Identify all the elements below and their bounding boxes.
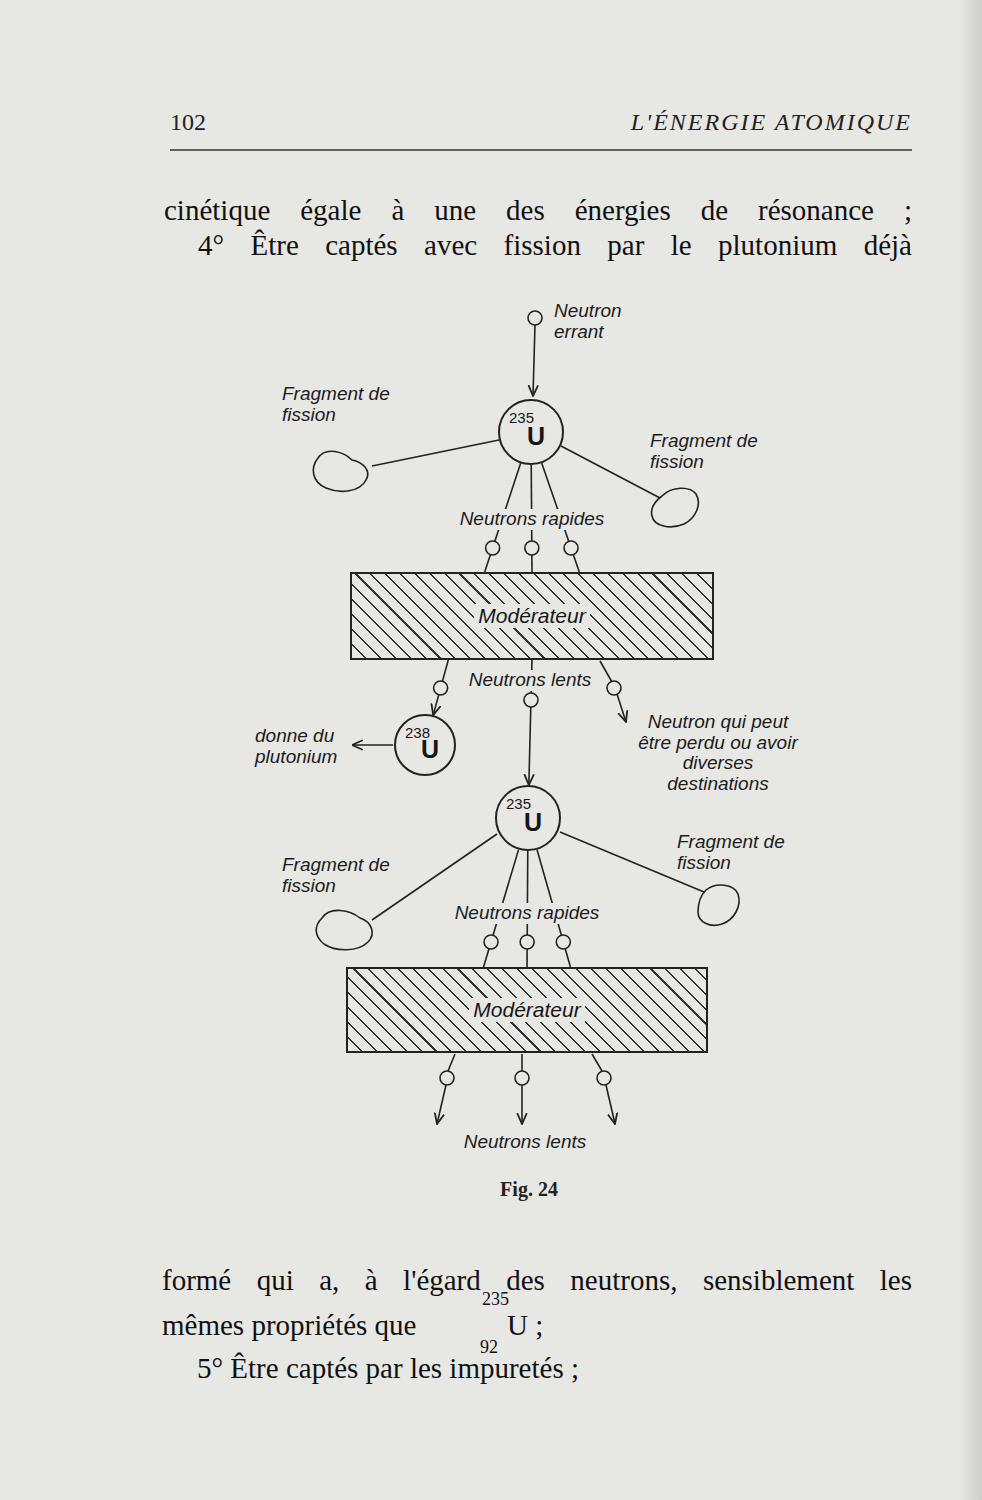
figure-label: Neutrons rapides xyxy=(453,903,602,924)
header-rule xyxy=(170,149,912,151)
fragment-line xyxy=(561,446,660,498)
fission-fragment xyxy=(313,451,367,491)
block-label: Modérateur xyxy=(474,604,589,628)
nucleus-circle: 235U xyxy=(495,785,561,851)
nucleus-circle: 235U xyxy=(498,399,564,465)
figure-caption: Fig. 24 xyxy=(500,1178,558,1201)
element-symbol: U xyxy=(524,810,542,835)
neutron-dot xyxy=(520,935,534,949)
figure-label: Fragment de fission xyxy=(280,384,394,425)
figure-label: Fragment de fission xyxy=(280,855,394,896)
body-text: 4° Être captés avec fission par le pluto… xyxy=(198,228,912,263)
body-text: mêmes propriétés que xyxy=(162,1308,416,1343)
fragment-line xyxy=(372,440,499,466)
block-label: Modérateur xyxy=(469,998,584,1022)
neutron-line xyxy=(600,661,612,682)
fission-fragment xyxy=(316,910,372,949)
slow-neutron-arrow xyxy=(606,1085,615,1124)
neutron-dot xyxy=(556,935,570,949)
body-text: 5° Être captés par les impuretés ; xyxy=(197,1351,579,1386)
neutron-path xyxy=(433,660,448,715)
neutron-dot xyxy=(440,1071,454,1085)
page-edge xyxy=(958,0,982,1500)
nucleus-circle: 238U xyxy=(394,714,456,776)
isotope-index: 235 xyxy=(482,1290,509,1308)
neutron-line xyxy=(521,1054,523,1071)
neutron-dot xyxy=(484,935,498,949)
slow-neutron-arrow xyxy=(437,1085,446,1124)
moderator-block: Modérateur xyxy=(350,572,714,660)
neutron-dot xyxy=(597,1071,611,1085)
moderator-block: Modérateur xyxy=(346,967,708,1053)
neutron-dot xyxy=(525,541,539,555)
plutonium-arrow xyxy=(352,744,393,746)
figure-label: donne du plutonium xyxy=(253,726,352,767)
slow-neutron-arrow xyxy=(521,1085,523,1124)
neutron-dot xyxy=(524,693,538,707)
figure-label: Fragment de fission xyxy=(648,431,767,472)
element-symbol: U xyxy=(527,424,545,449)
neutron-dot xyxy=(564,541,578,555)
figure-label: Neutrons lents xyxy=(462,1132,589,1153)
figure-label: Neutrons rapides xyxy=(458,509,607,530)
running-header: 102 xyxy=(170,108,206,137)
body-text: cinétique égale à une des énergies de ré… xyxy=(164,193,912,228)
running-header: L'ÉNERGIE ATOMIQUE xyxy=(631,108,912,137)
body-text: U ; xyxy=(507,1308,543,1343)
neutron-dot xyxy=(486,541,500,555)
neutron-dot xyxy=(528,311,542,325)
neutron-dot xyxy=(434,681,448,695)
figure-label: Fragment de fission xyxy=(675,832,794,873)
neutron-line xyxy=(592,1054,602,1071)
element-symbol: U xyxy=(421,737,439,762)
neutron-dot xyxy=(515,1071,529,1085)
neutron-dot xyxy=(607,681,621,695)
fission-fragment xyxy=(651,488,698,527)
figure-label: Neutron qui peut être perdu ou avoir div… xyxy=(631,712,805,794)
body-text: formé qui a, à l'égard des neutrons, sen… xyxy=(162,1263,912,1298)
figure-label: Neutron errant xyxy=(552,301,651,342)
figure-label: Neutrons lents xyxy=(467,670,594,691)
neutron-line xyxy=(448,1054,455,1071)
lost-neutron-arrow xyxy=(617,694,626,722)
wandering-neutron-arrow xyxy=(533,325,535,396)
fission-fragment xyxy=(698,885,739,925)
